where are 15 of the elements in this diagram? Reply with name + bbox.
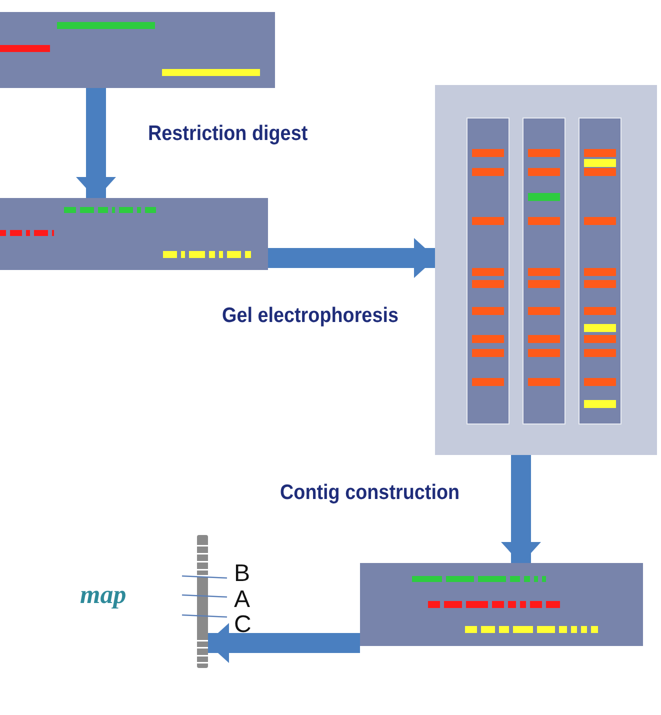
step-label: Contig construction [280, 481, 460, 505]
block-arrow [268, 238, 436, 278]
digest-panel [0, 198, 268, 270]
marker-letter: A [234, 588, 250, 612]
clone-panel [0, 12, 275, 88]
block-arrow [76, 88, 116, 199]
block-arrow [501, 455, 541, 564]
step-label: Restriction digest [148, 122, 308, 146]
marker-letter: C [234, 613, 252, 637]
map-caption: map [80, 580, 126, 610]
gel-panel [435, 85, 657, 455]
step-label: Gel electrophoresis [222, 304, 398, 328]
block-arrow [207, 623, 360, 663]
contig-panel [360, 563, 643, 646]
marker-letter: B [234, 562, 250, 586]
